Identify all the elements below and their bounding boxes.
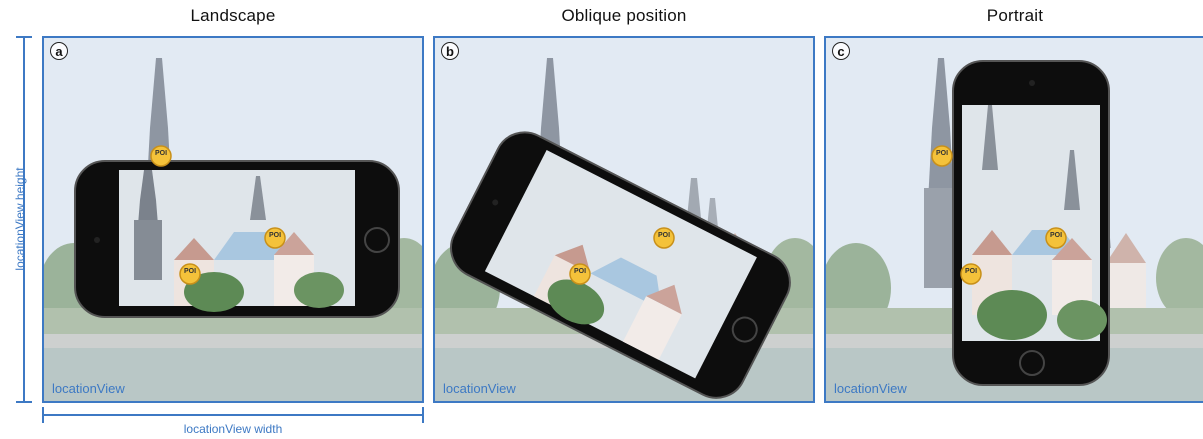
location-view-label: locationView [443,381,516,396]
poi-marker [653,227,675,249]
poi-label: POI [964,268,978,275]
panel-a: a POI POI POI locationView [42,36,424,403]
poi-marker [931,145,953,167]
location-view-label: locationView [834,381,907,396]
panel-b: b POI POI locationView [433,36,815,403]
poi-label: POI [1049,232,1063,239]
panel-a-title: Landscape [190,6,276,25]
poi-label: POI [573,268,587,275]
panel-c: c POI POI POI locationView [824,36,1203,403]
poi-label: POI [154,150,168,157]
poi-label: POI [268,232,282,239]
height-label: locationView height [13,167,27,271]
poi-label: POI [935,150,949,157]
poi-marker [1045,227,1067,249]
panel-b-title: Oblique position [561,6,687,25]
panel-a-letter: a [50,42,68,60]
poi-marker [960,263,982,285]
poi-marker [569,263,591,285]
poi-marker [150,145,172,167]
phone-landscape [74,160,400,318]
location-view-label: locationView [52,381,125,396]
panel-b-letter: b [441,42,459,60]
poi-marker [179,263,201,285]
poi-marker [264,227,286,249]
panel-c-title: Portrait [986,6,1044,25]
poi-label: POI [183,268,197,275]
panel-c-letter: c [832,42,850,60]
width-label: locationView width [183,422,283,436]
phone-portrait [952,60,1110,386]
poi-label: POI [657,232,671,239]
